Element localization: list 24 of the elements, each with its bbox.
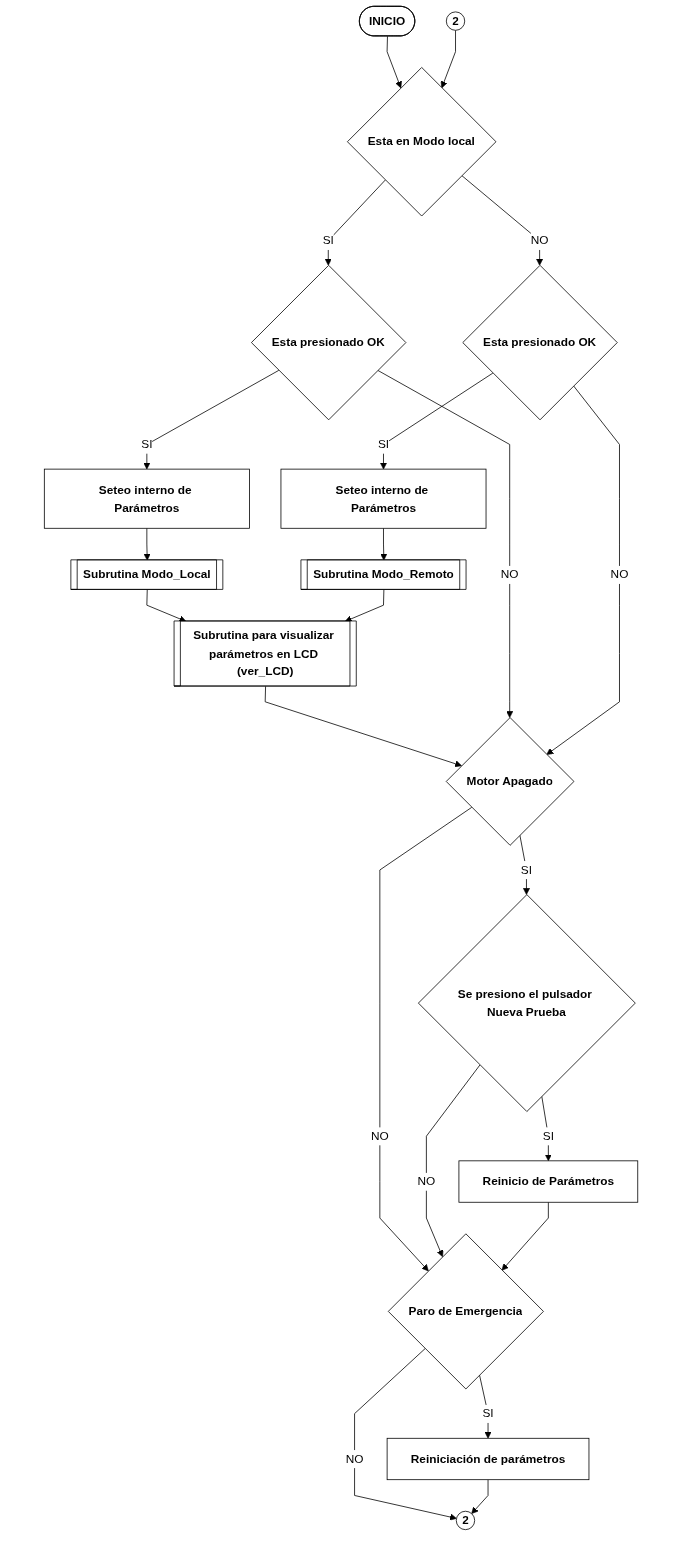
edge-label: NO — [370, 1128, 389, 1143]
node-diamond: Se presiono el pulsador Nueva Prueba — [417, 894, 636, 1112]
node-box: Seteo interno de Parámetros — [43, 468, 250, 529]
node-diamond: Esta presionado OK — [462, 264, 618, 421]
edge-label: SI — [322, 233, 334, 247]
node-box: Reinicio de Parámetros — [458, 1160, 639, 1203]
node-circle: 2 — [455, 1510, 476, 1531]
edge-label: SI — [377, 437, 390, 451]
node-diamond: Esta presionado OK — [250, 264, 407, 421]
node-box: Reiniciación de parámetros — [386, 1437, 590, 1481]
node-box: Seteo interno de Parámetros — [280, 468, 487, 529]
node-diamond: Esta en Modo local — [346, 67, 497, 217]
edge-label: NO — [417, 1174, 436, 1188]
edge-label: NO — [345, 1451, 364, 1466]
edge-label: SI — [141, 437, 153, 451]
edge-label: SI — [520, 862, 533, 877]
edge-label: NO — [610, 567, 629, 581]
edge-label: SI — [482, 1406, 494, 1420]
node-diamond: Motor Apagado — [445, 717, 575, 846]
edge-label: SI — [542, 1128, 554, 1143]
node-diamond: Paro de Emergencia — [387, 1233, 544, 1390]
edge-label: NO — [500, 567, 519, 581]
node-circle: 2 — [445, 11, 466, 31]
edge-label: NO — [530, 233, 549, 247]
